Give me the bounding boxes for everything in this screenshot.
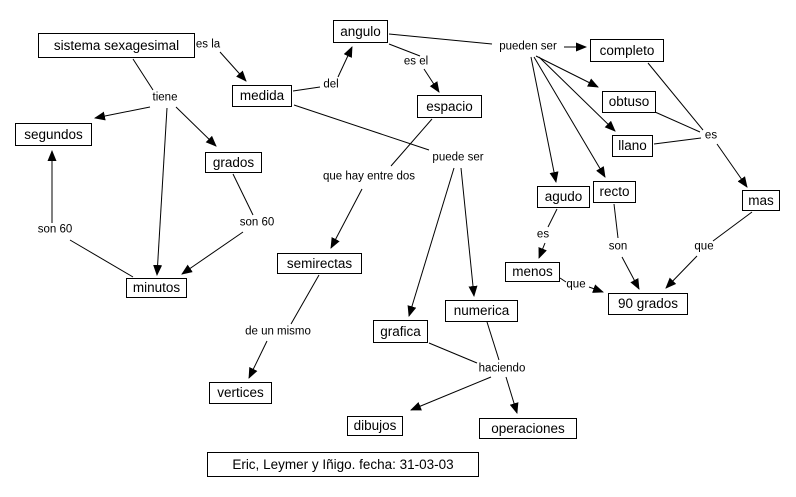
edge-line [388,43,421,57]
edge-line [290,274,320,325]
edge-line [337,46,353,78]
link-label-son: son [608,240,628,253]
edge-line [538,56,616,132]
edge-line [232,173,254,216]
edge-line [533,56,606,178]
link-label-que-menos: que [566,278,586,291]
edge-line [460,167,478,297]
node-semirectas: semirectas [277,253,362,274]
link-label-es-menos: es [536,228,550,241]
edge-line [535,55,599,88]
node-grafica: grafica [373,320,428,343]
link-label-haciendo: haciendo [478,362,526,375]
node-mas: mas [742,190,780,211]
node-numerica: numerica [445,300,518,322]
edge-line [621,256,640,290]
link-label-es-el: es el [403,55,429,68]
edge-line [530,56,559,183]
edge-line [665,255,698,289]
edge-line [712,211,753,242]
edge-line [248,340,268,379]
link-label-son-60-izq: son 60 [37,223,73,236]
edge-line [219,51,247,82]
edge-line [407,167,455,317]
credits-box: Eric, Leymer y Iñigo. fecha: 31-03-03 [207,452,479,477]
edge-line [559,277,567,283]
node-90-grados: 90 grados [608,293,688,315]
node-llano: llano [612,135,653,157]
link-label-son-60-der: son 60 [239,216,275,229]
link-label-pueden-ser: pueden ser [499,40,557,53]
node-medida: medida [232,85,292,107]
node-operaciones: operaciones [479,418,577,439]
edge-line [428,342,478,364]
link-label-tiene: tiene [152,91,178,104]
link-label-de-un-mismo: de un mismo [245,325,311,338]
node-vertices: vertices [209,382,272,404]
edge-line [653,137,702,145]
node-espacio: espacio [417,95,482,118]
edge-line [486,321,500,361]
node-obtuso: obtuso [602,91,656,113]
edge-line [613,203,619,239]
edge-line [94,106,151,121]
edge-line [181,231,244,275]
node-dibujos: dibujos [347,416,403,436]
edge-line [647,62,704,131]
edge-line [292,86,321,92]
node-agudo: agudo [537,186,590,208]
edge-line [132,58,154,91]
link-label-del: del [323,78,339,91]
node-sistema-sexagesimal: sistema sexagesimal [38,33,195,58]
edge-line [69,239,134,278]
edge-line [423,68,440,93]
edge-line [293,104,430,151]
edge-line [716,143,748,188]
link-label-que-hay: que hay entre dos [322,170,416,183]
node-minutos: minutos [126,278,187,298]
edge-line [654,111,701,133]
link-label-que-mas: que [694,240,714,253]
node-grados: grados [205,152,262,173]
link-label-es-mas: es [704,129,718,142]
link-label-puede-ser: puede ser [432,151,484,164]
edge-line [505,376,519,414]
node-segundos: segundos [15,123,92,146]
node-completo: completo [590,39,664,62]
edge-line [388,33,493,45]
edge-line [547,208,558,228]
link-label-es-la: es la [195,38,221,51]
edge-line [390,118,433,167]
edge-line [153,107,168,276]
node-angulo: angulo [333,20,388,43]
edge-line [538,242,547,259]
edge-line [588,284,604,293]
node-recto: recto [593,181,636,203]
node-menos: menos [505,262,560,282]
edge-line [175,106,217,147]
edge-line [330,188,363,249]
edge-line [410,376,492,411]
